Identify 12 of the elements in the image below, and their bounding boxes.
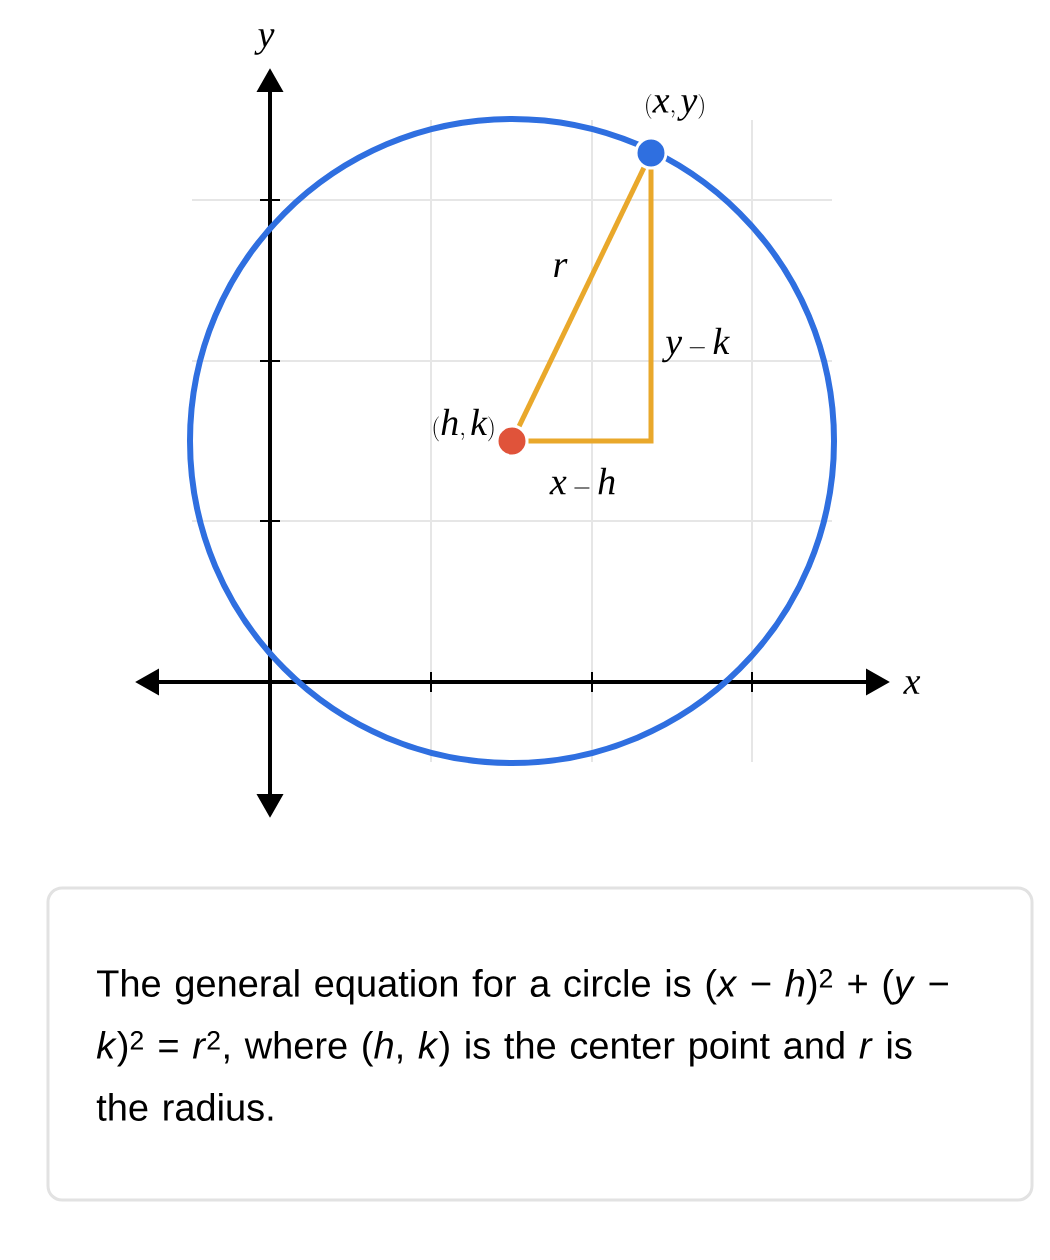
axis-label: $y$ <box>254 29 275 55</box>
caption-box: The general equation for a circle is (x − h)$^{2}$ + (y − k)$^{2}$ = r$^{2}$, where (h, k) is the center point and r is the radius. <box>46 886 1034 1202</box>
point-dot <box>634 136 668 170</box>
triangle-legs <box>528 169 654 444</box>
axis-label: $x$ <box>903 676 921 694</box>
leg-label: $x - h$ <box>549 467 615 495</box>
point-label: $(h, k)$ <box>433 408 494 442</box>
point-label: $(x, y)$ <box>646 93 704 121</box>
leg-label: $y - k$ <box>662 327 730 363</box>
edge-label: $r$ <box>554 259 568 277</box>
point-dot <box>495 424 529 458</box>
radius-line <box>516 166 647 428</box>
